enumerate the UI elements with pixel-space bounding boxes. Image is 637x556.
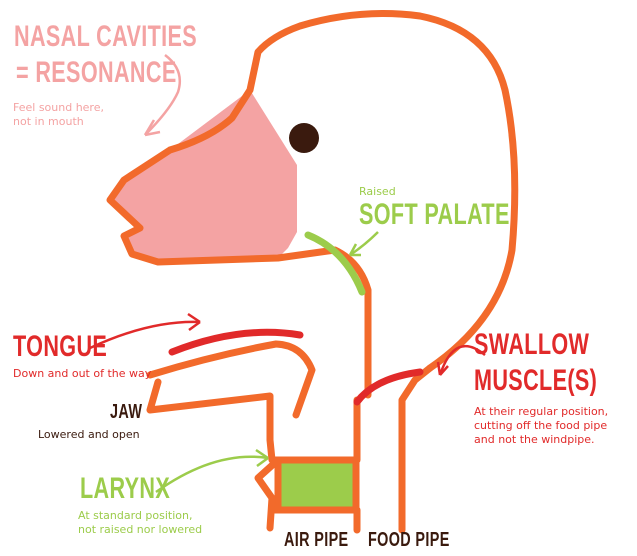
air-pipe-outline [254, 456, 282, 532]
food-pipe-label: FOOD PIPE [368, 529, 450, 551]
soft-palate-title: SOFT PALATE [359, 198, 510, 231]
larynx-title: LARYNX [80, 472, 171, 505]
larynx-note-line-1: At standard position, [78, 509, 193, 522]
larynx-shape [274, 456, 360, 514]
neck-back-outline [398, 364, 434, 534]
swallow-note-line-3: and not the windpipe. [474, 433, 595, 446]
tongue-arrowhead-icon [187, 312, 201, 332]
larynx-note-line-2: not raised nor lowered [78, 523, 203, 536]
nasal-cavity-shape [110, 90, 297, 262]
jaw-title: JAW [110, 401, 143, 423]
tongue-shape [168, 328, 304, 356]
jaw-outline [146, 378, 276, 464]
swallow-muscle-shape [353, 368, 424, 406]
nasal-note-line-1: Feel sound here, [13, 101, 104, 114]
tongue-title: TONGUE [13, 330, 108, 363]
swallow-note-line-2: cutting off the food pipe [474, 419, 608, 432]
eye-icon [289, 123, 319, 153]
soft-palate-shape [304, 231, 366, 296]
tongue-note: Down and out of the way [13, 367, 152, 380]
head-outline [106, 10, 519, 399]
nasal-arrowhead-icon [143, 119, 161, 137]
nasal-arrow-icon [144, 54, 182, 136]
jaw-note: Lowered and open [38, 428, 140, 441]
tongue-base-outline [146, 340, 316, 419]
soft-palate-arrowhead-icon [348, 243, 361, 257]
swallow-arrow-icon [438, 344, 486, 376]
muscles-title: MUSCLE(S) [474, 364, 598, 397]
larynx-arrow-icon [155, 455, 269, 494]
air-pipe-label: AIR PIPE [284, 529, 349, 551]
soft-palate-note: Raised [359, 185, 396, 198]
nasal-cavities-title: NASAL CAVITIES [14, 20, 198, 53]
tongue-arrow-icon [89, 320, 201, 350]
swallow-title: SWALLOW [474, 328, 590, 361]
swallow-arrowhead-icon [436, 361, 449, 376]
resonance-title: = RESONANCE [16, 56, 177, 89]
soft-palate-arrow-icon [349, 231, 379, 257]
nasal-note-line-2: not in mouth [13, 115, 84, 128]
swallow-note-line-1: At their regular position, [474, 405, 609, 418]
larynx-arrowhead-icon [255, 448, 269, 468]
